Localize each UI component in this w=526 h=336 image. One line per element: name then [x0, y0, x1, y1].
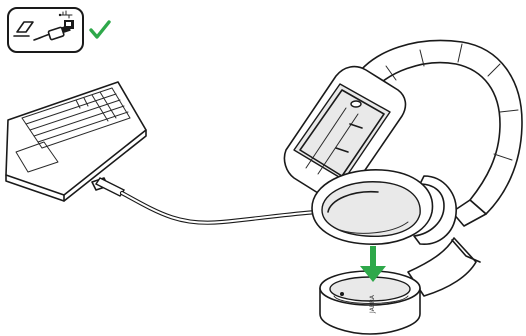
usb-cable [96, 178, 336, 223]
charging-stand-illustration: JABRA [320, 238, 480, 334]
stand-brand-label: JABRA [369, 294, 376, 314]
usb-cable-to-computer-icon [8, 8, 83, 52]
laptop-illustration [6, 82, 146, 201]
check-mark-icon [91, 22, 109, 37]
headset-illustration [284, 41, 522, 245]
